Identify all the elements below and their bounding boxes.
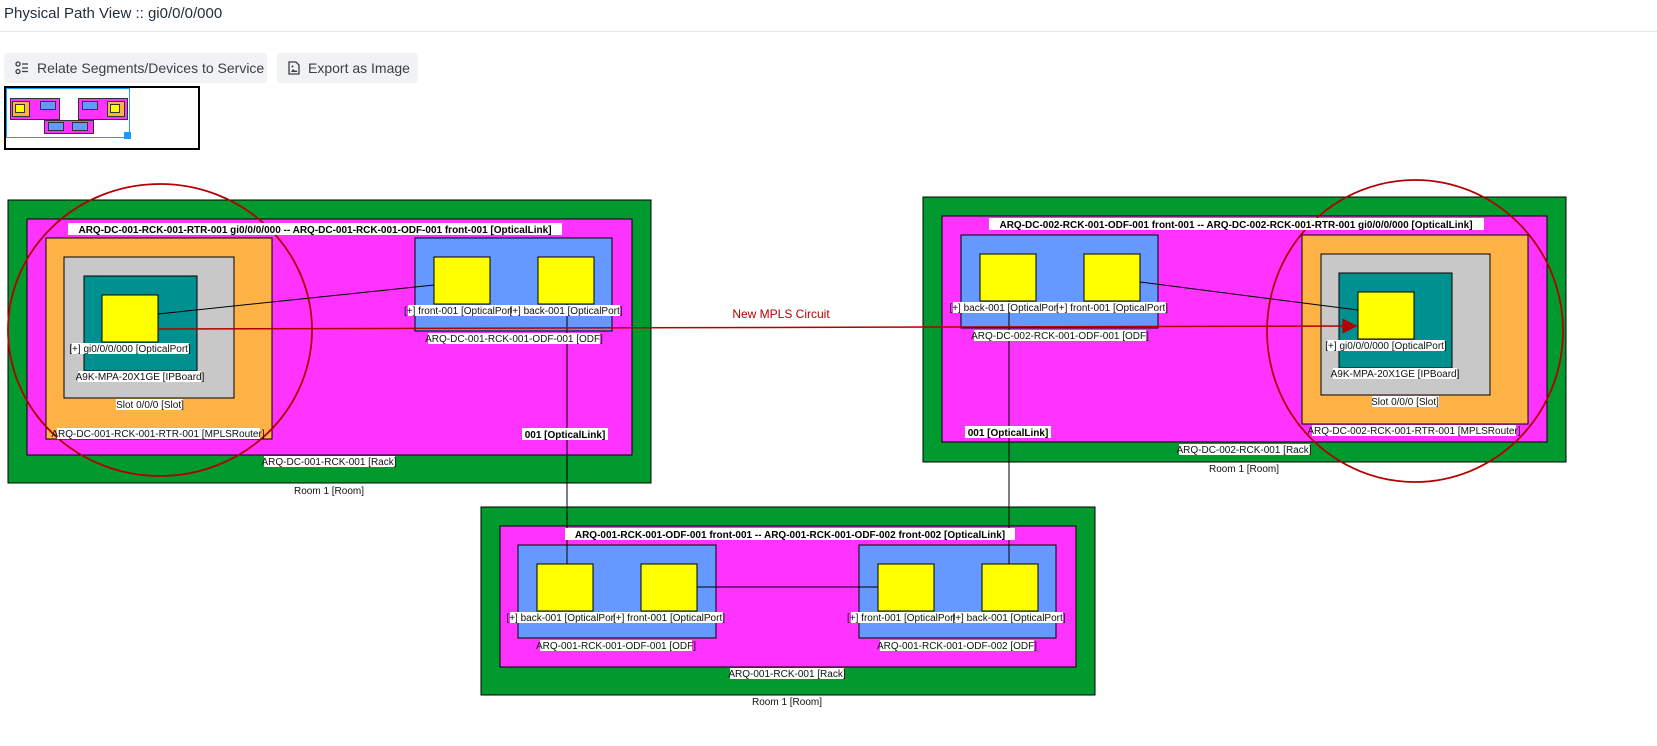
left-room-label: Room 1 [Room] [294, 486, 364, 497]
bottom-top-link-label: ARQ-001-RCK-001-ODF-001 front-001 -- ARQ… [575, 530, 1005, 541]
bottom-room-label: Room 1 [Room] [752, 697, 822, 708]
left-rack-label: ARQ-DC-001-RCK-001 [Rack] [261, 457, 396, 468]
minimap-right-port [110, 104, 120, 113]
right-board-label: A9K-MPA-20X1GE [IPBoard] [1331, 369, 1460, 380]
bottom-odf2-back-label: [+] back-001 [OpticalPort] [952, 613, 1065, 624]
diagram-minimap[interactable] [4, 86, 200, 150]
right-odf-front-label: [+] front-001 [OpticalPort] [1056, 303, 1168, 314]
bottom-odf1-back-port[interactable] [536, 563, 594, 612]
minimap-resize-handle[interactable] [124, 132, 131, 139]
left-bottom-link-label: 001 [OpticalLink] [525, 430, 606, 441]
right-top-link-label: ARQ-DC-002-RCK-001-ODF-001 front-001 -- … [999, 220, 1472, 231]
left-odf-front-port[interactable] [433, 256, 491, 305]
right-endpoint-highlight [1266, 179, 1564, 483]
mpls-circuit-label: New MPLS Circuit [732, 307, 830, 321]
bottom-odf1-front-port[interactable] [640, 563, 698, 612]
bottom-odf2-back-port[interactable] [981, 563, 1039, 612]
left-slot-label: Slot 0/0/0 [Slot] [116, 400, 184, 411]
export-image-label: Export as Image [308, 60, 410, 76]
bottom-odf2-label: ARQ-001-RCK-001-ODF-002 [ODF] [877, 641, 1037, 652]
minimap-bottom-odf2 [72, 122, 88, 131]
right-bottom-link-label: 001 [OpticalLink] [968, 428, 1049, 439]
file-image-icon [288, 61, 300, 75]
relate-segments-label: Relate Segments/Devices to Service [37, 60, 265, 76]
right-port-label: [+] gi0/0/0/000 [OpticalPort] [1325, 341, 1447, 352]
bottom-odf2-front-port[interactable] [877, 563, 935, 612]
mpls-circuit-line[interactable] [157, 318, 1358, 334]
right-rack-label: ARQ-DC-002-RCK-001 [Rack] [1176, 445, 1311, 456]
bottom-odf1-back-label: [+] back-001 [OpticalPort] [506, 613, 619, 624]
relate-list-icon [15, 61, 28, 75]
relate-segments-button[interactable]: Relate Segments/Devices to Service [4, 53, 267, 83]
right-odf-to-router-link[interactable] [1139, 281, 1359, 311]
right-router-label: ARQ-DC-002-RCK-001-RTR-001 [MPLSRouter] [1307, 426, 1520, 437]
left-odf-back-port[interactable] [537, 256, 595, 305]
bottom-odf1-front-label: [+] front-001 [OpticalPort] [613, 613, 725, 624]
left-port-label: [+] gi0/0/0/000 [OpticalPort] [69, 344, 191, 355]
left-router-port[interactable] [101, 294, 159, 343]
right-odf-back-port[interactable] [979, 253, 1037, 302]
bottom-odf1-label: ARQ-001-RCK-001-ODF-001 [ODF] [536, 641, 696, 652]
right-router-port[interactable] [1357, 291, 1415, 340]
page-title: Physical Path View :: gi0/0/0/000 [4, 5, 223, 22]
left-endpoint-highlight [7, 183, 313, 477]
minimap-right-odf [82, 101, 98, 110]
bottom-odf2-front-label: [+] front-001 [OpticalPort] [847, 613, 959, 624]
left-odf-label: ARQ-DC-001-RCK-001-ODF-001 [ODF] [425, 334, 603, 345]
right-odf-back-label: [+] back-001 [OpticalPort] [949, 303, 1062, 314]
left-top-link-label: ARQ-DC-001-RCK-001-RTR-001 gi0/0/0/000 -… [78, 225, 551, 236]
left-router-to-odf-link[interactable] [157, 284, 435, 315]
right-slot-label: Slot 0/0/0 [Slot] [1371, 397, 1439, 408]
export-image-button[interactable]: Export as Image [277, 53, 418, 83]
minimap-viewport[interactable] [6, 88, 130, 138]
left-board-label: A9K-MPA-20X1GE [IPBoard] [76, 372, 205, 383]
page-header: Physical Path View :: gi0/0/0/000 [0, 0, 1657, 32]
right-odf-label: ARQ-DC-002-RCK-001-ODF-001 [ODF] [971, 331, 1149, 342]
left-odf-back-label: [+] back-001 [OpticalPort] [509, 306, 622, 317]
right-room-label: Room 1 [Room] [1209, 464, 1279, 475]
bottom-rack-label: ARQ-001-RCK-001 [Rack] [728, 669, 845, 680]
left-odf-front-label: [+] front-001 [OpticalPort] [404, 306, 516, 317]
right-odf-front-port[interactable] [1083, 253, 1141, 302]
minimap-left-odf [40, 101, 56, 110]
left-router-label: ARQ-DC-001-RCK-001-RTR-001 [MPLSRouter] [51, 429, 264, 440]
minimap-bottom-odf1 [48, 122, 64, 131]
minimap-left-port [15, 104, 25, 113]
